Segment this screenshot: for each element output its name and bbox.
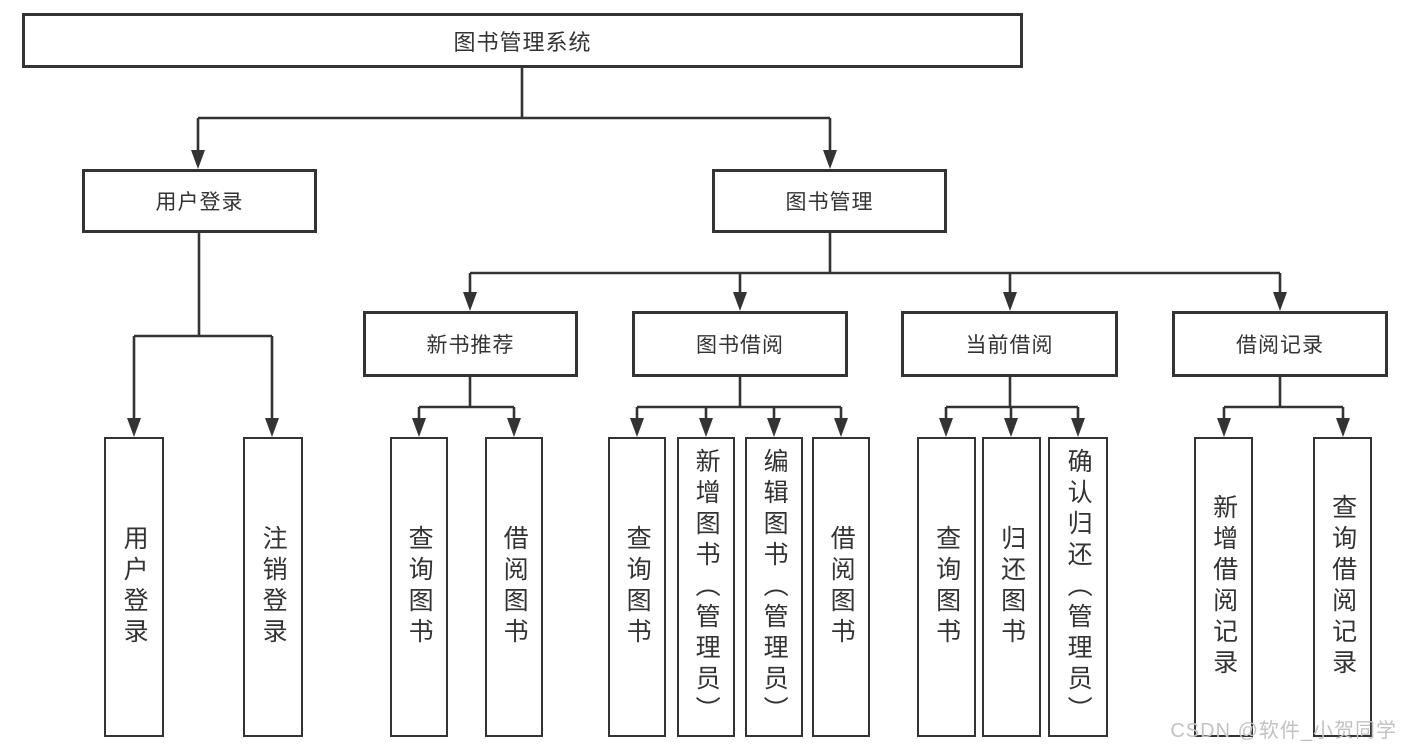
connector-rec-to-leaves [412,377,521,437]
connector-mgmt-to-level3 [463,233,1287,311]
arrowhead-icon [733,292,747,311]
leaf-bb-borrow-books: 借阅图书 [812,437,870,737]
arrowhead-icon [127,418,141,437]
arrowhead-icon [1071,418,1085,437]
leaf-bb-edit-books-admin: 编辑图书（管理员） [745,437,803,737]
leaf-br-add-record: 新增借阅记录 [1194,437,1253,737]
arrowhead-icon [507,418,521,437]
arrowhead-icon [630,418,644,437]
arrowhead-icon [1217,418,1231,437]
connector-login-to-leaves [127,233,279,437]
node-book-management: 图书管理 [712,169,947,233]
arrowhead-icon [823,150,837,169]
leaf-rec-borrow-books: 借阅图书 [485,437,543,737]
arrowhead-icon [1273,292,1287,311]
arrowhead-icon [939,418,953,437]
node-current-borrowing: 当前借阅 [901,311,1118,377]
arrowhead-icon [699,418,713,437]
arrowhead-icon [1004,418,1018,437]
leaf-bb-add-books-admin: 新增图书（管理员） [677,437,735,737]
arrowhead-icon [191,150,205,169]
leaf-user-login: 用户登录 [104,437,164,737]
connector-borrow-to-leaves [630,377,848,437]
leaf-rec-query-books: 查询图书 [390,437,448,737]
arrowhead-icon [463,292,477,311]
leaf-cb-confirm-return-admin: 确认归还（管理员） [1048,437,1108,737]
arrowhead-icon [834,418,848,437]
connector-current-to-leaves [939,377,1085,437]
csdn-watermark: CSDN @软件_小贺同学 [1170,720,1397,742]
node-book-borrowing: 图书借阅 [632,311,848,377]
node-new-book-recommend: 新书推荐 [363,311,578,377]
leaf-cb-return-books: 归还图书 [982,437,1041,737]
connector-root-to-level2 [191,68,837,169]
arrowhead-icon [1003,292,1017,311]
leaf-cb-query-books: 查询图书 [917,437,976,737]
arrowhead-icon [767,418,781,437]
connector-records-to-leaves [1217,377,1350,437]
leaf-logout: 注销登录 [243,437,303,737]
arrowhead-icon [265,418,279,437]
arrowhead-icon [1336,418,1350,437]
node-user-login: 用户登录 [82,169,317,233]
leaf-bb-query-books: 查询图书 [608,437,666,737]
leaf-br-query-record: 查询借阅记录 [1313,437,1372,737]
arrowhead-icon [412,418,426,437]
node-borrowing-records: 借阅记录 [1172,311,1388,377]
node-library-management-system: 图书管理系统 [22,13,1023,68]
